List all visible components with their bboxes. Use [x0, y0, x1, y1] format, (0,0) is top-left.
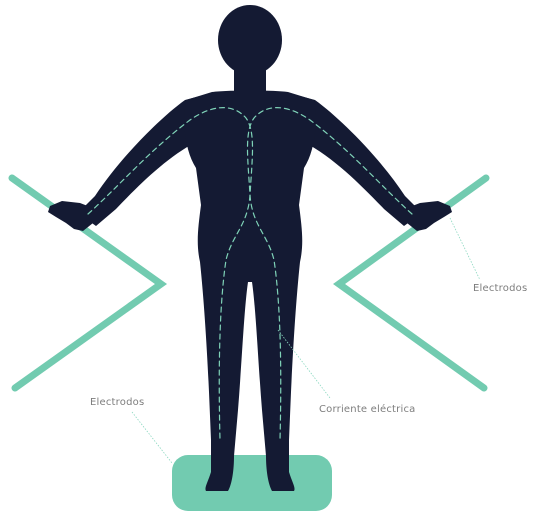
foot-electrode-plate: [172, 455, 332, 511]
label-electric-current: Corriente eléctrica: [319, 404, 416, 415]
label-foot-electrodes: Electrodos: [90, 397, 144, 408]
leader-right-electrodes: [450, 218, 480, 280]
label-hand-electrodes: Electrodos: [473, 283, 527, 294]
leader-left-electrodes: [132, 412, 172, 463]
